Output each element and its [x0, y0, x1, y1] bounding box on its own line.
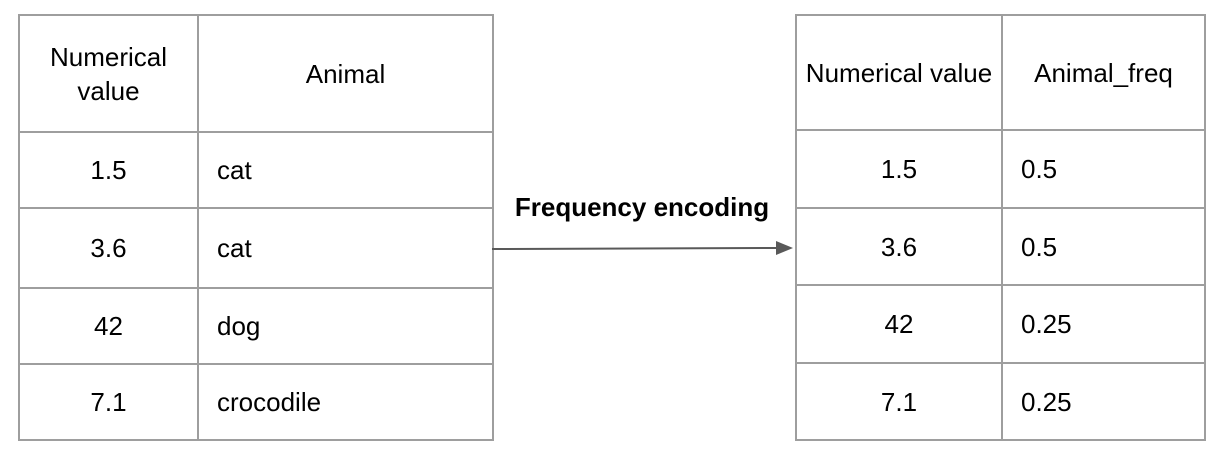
cell-animal-freq: 0.5: [1001, 129, 1206, 209]
table-row: 42 dog: [18, 287, 494, 365]
cell-animal-freq: 0.25: [1001, 284, 1206, 364]
cell-numerical-value: 3.6: [18, 207, 199, 289]
table-row: 1.5 0.5: [795, 129, 1206, 209]
cell-numerical-value: 1.5: [795, 129, 1003, 209]
cell-animal-freq: 0.25: [1001, 362, 1206, 441]
cell-numerical-value: 7.1: [795, 362, 1003, 441]
table-row: 7.1 crocodile: [18, 363, 494, 441]
arrow-label: Frequency encoding: [514, 192, 770, 222]
table-row: 7.1 0.25: [795, 362, 1206, 441]
header-numerical-value: Numerical value: [18, 14, 199, 133]
right-arrow-icon: [491, 241, 793, 255]
cell-numerical-value: 42: [795, 284, 1003, 364]
cell-numerical-value: 42: [18, 287, 199, 365]
cell-animal: dog: [197, 287, 494, 365]
header-numerical-value: Numerical value: [795, 14, 1003, 131]
cell-animal: cat: [197, 207, 494, 289]
cell-numerical-value: 3.6: [795, 207, 1003, 286]
header-animal-freq: Animal_freq: [1001, 14, 1206, 131]
cell-animal-freq: 0.5: [1001, 207, 1206, 286]
header-animal: Animal: [197, 14, 494, 133]
cell-animal: cat: [197, 131, 494, 209]
encoded-table: Numerical value Animal_freq 1.5 0.5 3.6 …: [795, 14, 1206, 441]
table-row: 1.5 cat: [18, 131, 494, 209]
cell-numerical-value: 1.5: [18, 131, 199, 209]
table-row: 42 0.25: [795, 284, 1206, 364]
table-row: 3.6 0.5: [795, 207, 1206, 286]
source-table: Numerical value Animal 1.5 cat 3.6 cat 4…: [18, 14, 494, 441]
cell-numerical-value: 7.1: [18, 363, 199, 441]
cell-animal: crocodile: [197, 363, 494, 441]
table-header-row: Numerical value Animal_freq: [795, 14, 1206, 131]
table-row: 3.6 cat: [18, 207, 494, 289]
table-header-row: Numerical value Animal: [18, 14, 494, 133]
